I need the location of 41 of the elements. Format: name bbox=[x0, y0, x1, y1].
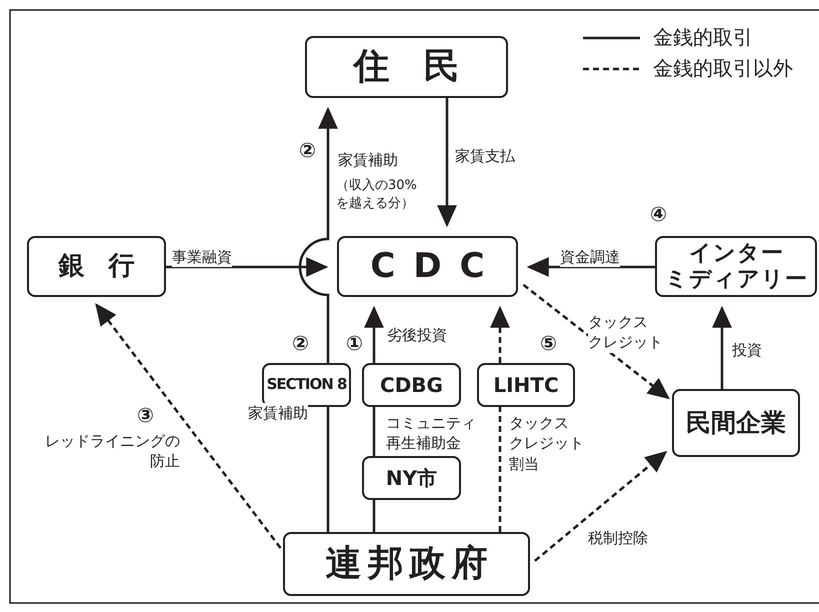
actor-box: 銀行 bbox=[27, 236, 166, 297]
actor-box: CDC bbox=[337, 236, 518, 297]
callout-number: ④ bbox=[650, 204, 667, 224]
line bbox=[326, 407, 330, 532]
legend-text: 金銭的取引 bbox=[653, 24, 753, 51]
dashed-arrow bbox=[490, 306, 510, 363]
arrow bbox=[526, 257, 655, 277]
actor-box: LIHTC bbox=[477, 363, 575, 407]
arrow bbox=[166, 257, 328, 277]
callout-number: ① bbox=[346, 333, 363, 353]
arrow bbox=[298, 106, 338, 363]
actor-box: NY市 bbox=[362, 456, 461, 500]
actor-box: 連邦政府 bbox=[283, 532, 530, 596]
edge-label: 税制控除 bbox=[588, 528, 648, 548]
arrow bbox=[712, 306, 732, 389]
edge-label: 資金調達 bbox=[560, 247, 620, 268]
edge-label: 劣後投資 bbox=[387, 325, 447, 346]
actor-box: SECTION 8 bbox=[262, 363, 351, 407]
actor-box: CDBG bbox=[362, 363, 461, 407]
edge-label: 家賃補助 bbox=[248, 403, 308, 424]
arrow bbox=[437, 98, 457, 228]
edge-label: 家賃支払 bbox=[455, 146, 515, 166]
callout-number: ③ bbox=[137, 405, 154, 425]
dashed-arrow bbox=[95, 303, 282, 549]
actor-box: インターミディアリー bbox=[655, 236, 817, 297]
legend-text: 金銭的取引以外 bbox=[653, 55, 793, 82]
edge-label: 家賃補助 bbox=[338, 150, 398, 170]
callout-number: ② bbox=[299, 140, 316, 160]
dashed-arrow bbox=[522, 284, 670, 400]
line bbox=[372, 407, 376, 456]
actor-box: 住民 bbox=[305, 36, 508, 98]
arrow bbox=[364, 306, 384, 363]
line bbox=[372, 500, 376, 532]
callout-number: ② bbox=[292, 333, 309, 353]
edge-label: 事業融資 bbox=[172, 247, 232, 268]
actor-box: 民間企業 bbox=[672, 389, 800, 457]
callout-number: ⑤ bbox=[540, 333, 557, 353]
edge-label: 投資 bbox=[732, 340, 762, 360]
note-text: （収入の30%を越える分） bbox=[336, 177, 417, 214]
dashed-line bbox=[498, 407, 502, 532]
dashed-arrow bbox=[534, 450, 668, 562]
